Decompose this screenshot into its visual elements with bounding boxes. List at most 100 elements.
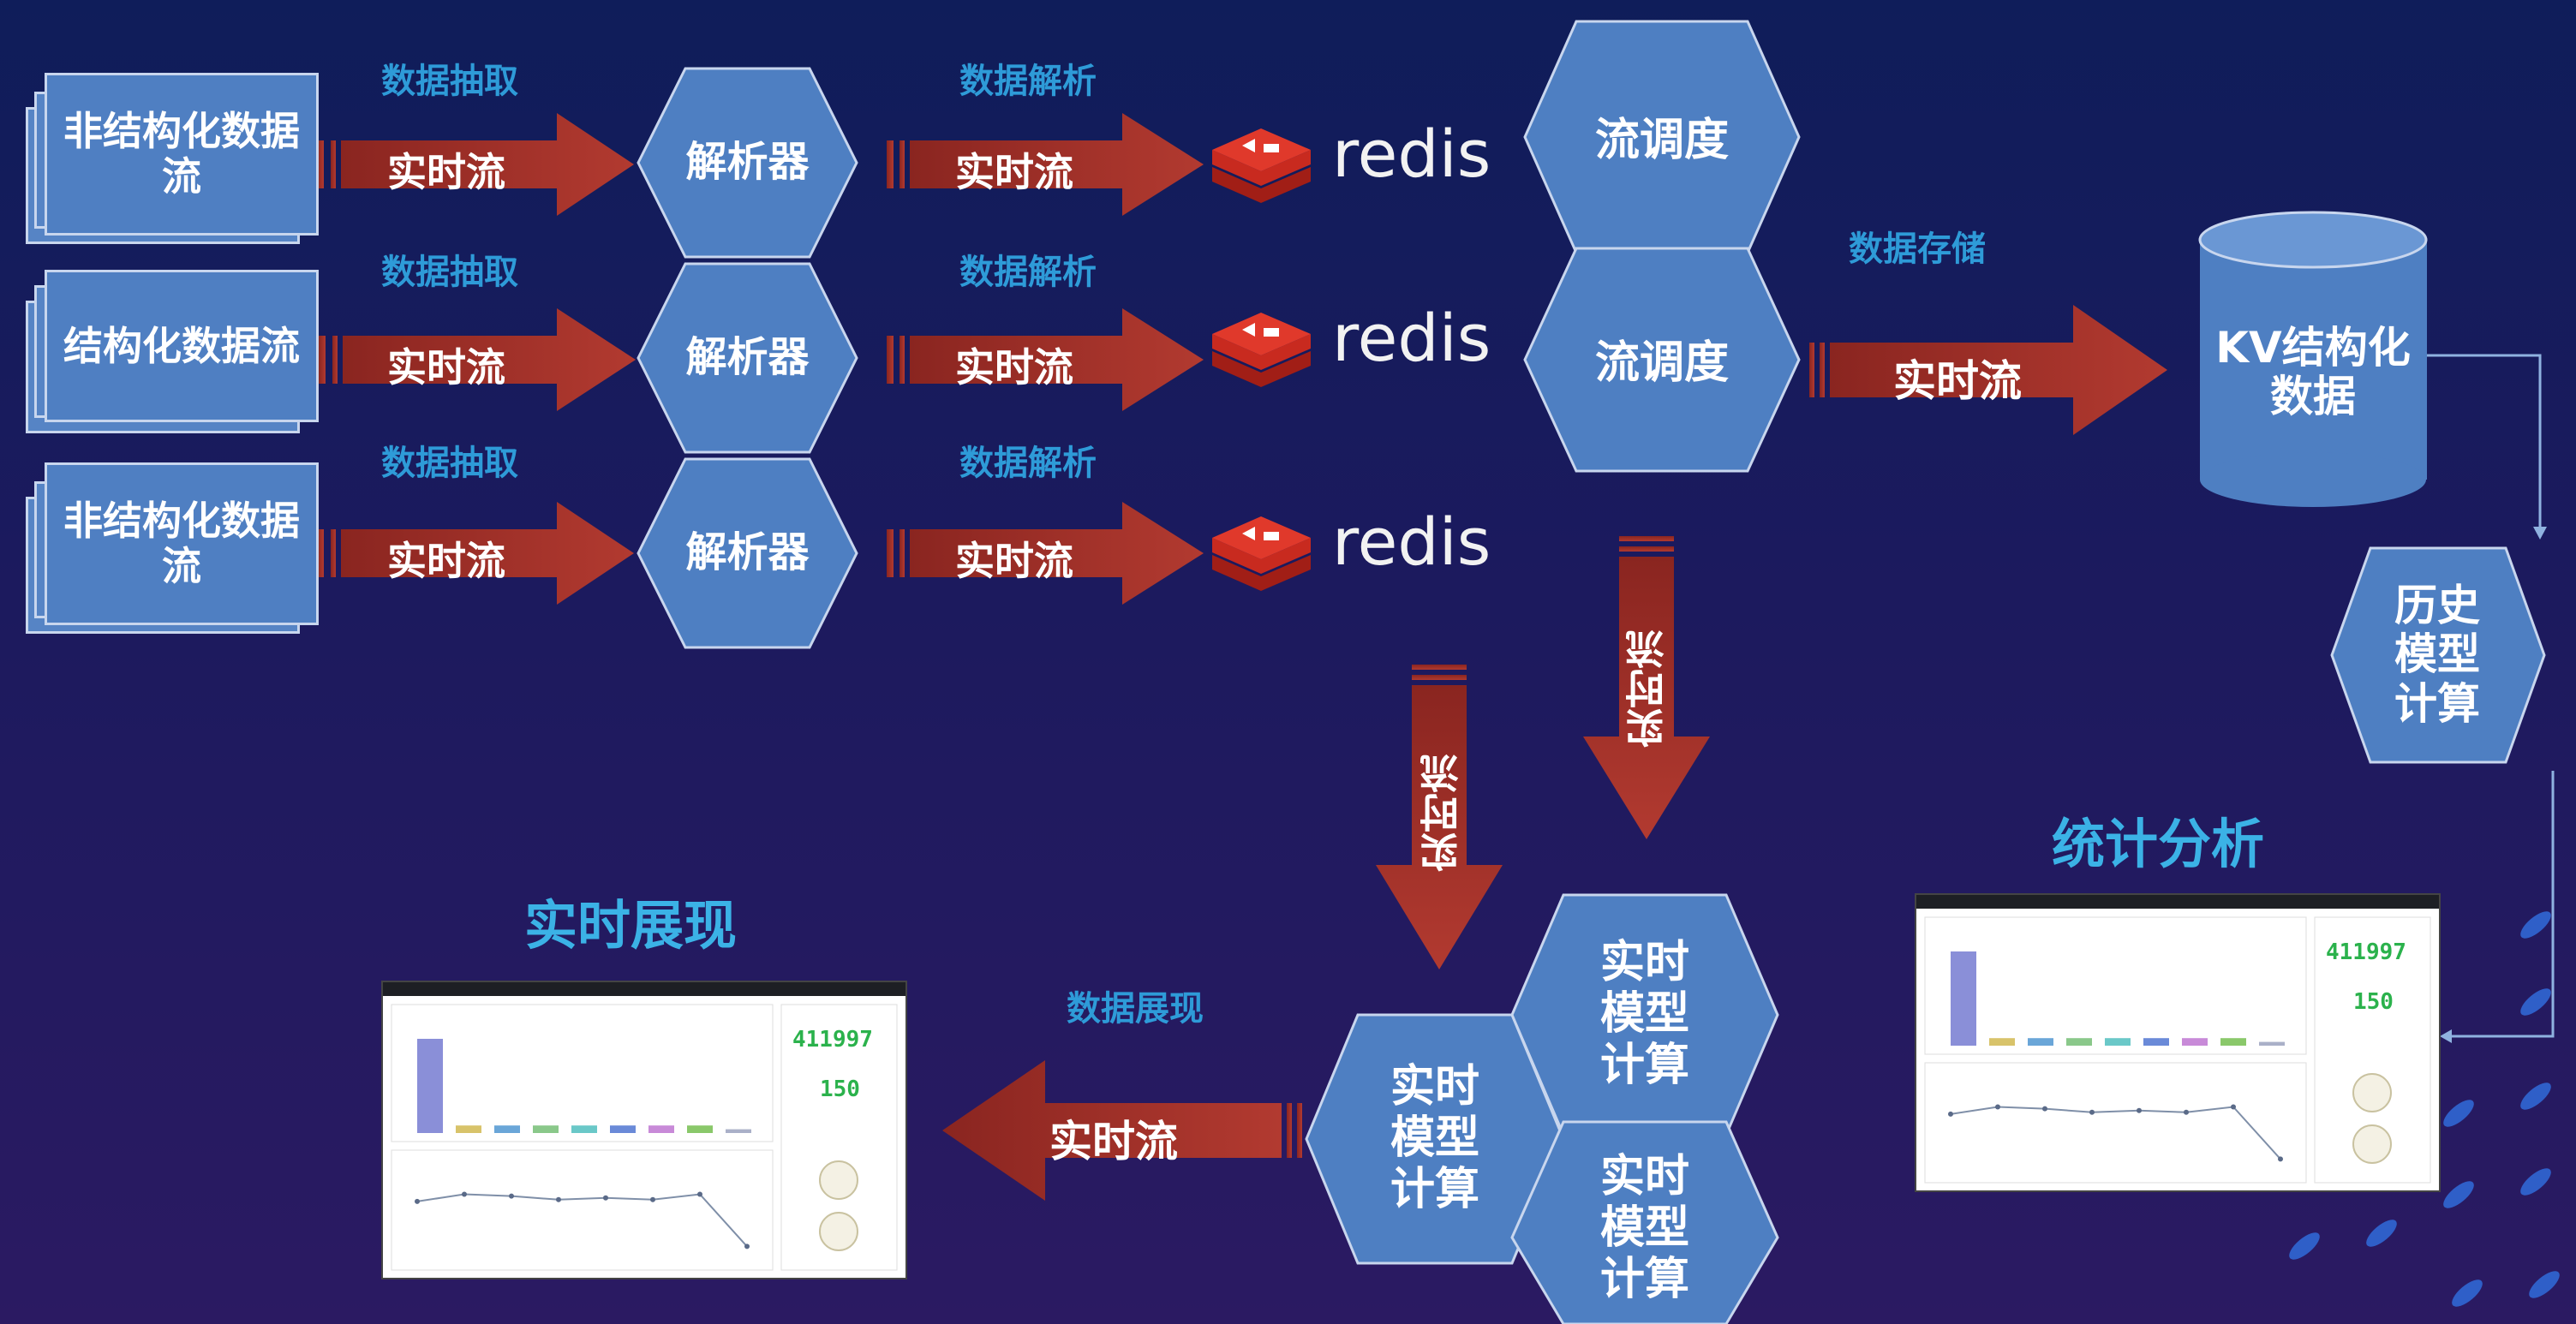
label-extract: 数据抽取: [381, 62, 518, 101]
connector-kv-to-history: [2424, 354, 2547, 540]
label-parse: 数据解析: [959, 444, 1097, 483]
dashboard-thumbnail-stats: 411997 150: [1915, 893, 2441, 1192]
parser-label: 解析器: [685, 333, 810, 382]
gauge-icon: [2352, 1124, 2392, 1164]
parser-label: 解析器: [685, 138, 810, 187]
dashboard-line-point: [650, 1196, 655, 1202]
dashboard-bar: [687, 1125, 713, 1133]
realtime-model-label: 实时模型计算: [1390, 1061, 1479, 1215]
dashboard-bar: [2028, 1038, 2053, 1046]
arrow-extract-1: [317, 113, 634, 216]
parser-hexagon-3: [637, 457, 858, 649]
source-label: 非结构化数据流: [45, 462, 319, 625]
dashboard-bar: [610, 1125, 636, 1133]
gauge-icon: [819, 1212, 858, 1251]
history-hexagon: [2330, 546, 2546, 764]
dashboard-metric-small: 150: [2353, 989, 2394, 1015]
dashboard-thumbnail-realtime: 411997 150: [381, 981, 907, 1279]
database-cylinder-icon: [2198, 211, 2428, 507]
arrow-store: [1809, 305, 2167, 435]
parser-hexagon-1: [637, 67, 858, 259]
dashboard-line-point: [1948, 1111, 1953, 1117]
realtime-model-label: 实时模型计算: [1599, 1151, 1689, 1305]
redis-logo-icon: [1212, 128, 1311, 203]
arrow-parse-3: [887, 502, 1204, 605]
label-extract: 数据抽取: [381, 444, 518, 483]
stream-label: 实时流: [387, 538, 505, 584]
title-realtime: 实时展现: [524, 894, 738, 957]
dashboard-bar: [648, 1125, 674, 1133]
gauge-icon: [2352, 1073, 2392, 1112]
realtime-model-hexagon-bottom: [1510, 1120, 1779, 1324]
parser-label: 解析器: [685, 528, 810, 577]
stream-label: 实时流: [955, 149, 1073, 195]
scheduler-hexagon-2: [1523, 247, 1801, 473]
dashboard-line-point: [2042, 1106, 2047, 1112]
dashboard-line: [416, 1193, 748, 1248]
dashboard-bar: [571, 1125, 597, 1133]
dashboard-bar: [417, 1039, 443, 1133]
dashboard-bar: [2182, 1038, 2208, 1046]
dashboard-line: [1950, 1106, 2281, 1160]
dashboard-line-point: [744, 1243, 750, 1249]
dashboard-bar: [2105, 1038, 2131, 1046]
dashboard-metric-small: 150: [820, 1076, 860, 1102]
stream-label: 实时流: [387, 344, 505, 391]
stream-label: 实时流: [1893, 356, 2022, 406]
redis-label: redis: [1332, 116, 1491, 192]
dashboard-line-point: [2089, 1109, 2095, 1115]
dashboard-line-point: [509, 1193, 514, 1199]
dashboard-bar: [1951, 951, 1976, 1046]
history-label: 历史模型计算: [2394, 580, 2480, 729]
connector-history-to-stats: [2440, 771, 2555, 1043]
parser-hexagon-2: [637, 262, 858, 454]
dashboard-metric-big: 411997: [792, 1027, 873, 1053]
label-extract: 数据抽取: [381, 253, 518, 292]
dashboard-bar: [533, 1125, 559, 1133]
dashboard-line-point: [2231, 1104, 2236, 1110]
dashboard-line-point: [603, 1195, 608, 1201]
redis-logo-icon: [1212, 313, 1311, 387]
realtime-model-label: 实时模型计算: [1599, 937, 1689, 1091]
arrow-down-right: [1583, 536, 1710, 839]
label-parse: 数据解析: [959, 253, 1097, 292]
arrow-extract-2: [319, 308, 636, 411]
arrow-extract-3: [317, 502, 634, 605]
gauge-icon: [819, 1160, 858, 1200]
decorative-dashes: [2289, 911, 2560, 1307]
arrow-show: [942, 1060, 1302, 1201]
dashboard-line-point: [2278, 1156, 2283, 1162]
stream-label: 实时流: [387, 149, 505, 195]
source-unstructured-1: 非结构化数据流: [26, 73, 321, 244]
kv-store-label: KV结构化数据: [2215, 322, 2411, 421]
arrow-parse-1: [887, 113, 1204, 216]
dashboard-line-point: [415, 1198, 420, 1204]
dashboard-line-point: [2184, 1109, 2189, 1115]
stream-label-vertical: 实时流: [1419, 754, 1465, 872]
redis-label: redis: [1332, 300, 1491, 376]
stream-label: 实时流: [955, 538, 1073, 584]
stream-label: 实时流: [1049, 1117, 1178, 1166]
label-parse: 数据解析: [959, 62, 1097, 101]
redis-logo-icon: [1212, 516, 1311, 591]
dashboard-line-point: [697, 1191, 702, 1197]
source-structured: 结构化数据流: [26, 270, 321, 437]
stream-label: 实时流: [955, 344, 1073, 391]
source-label: 结构化数据流: [45, 270, 319, 422]
dashboard-bar: [1989, 1038, 2015, 1046]
label-store: 数据存储: [1849, 230, 1986, 269]
dashboard-bar: [726, 1129, 751, 1133]
source-unstructured-2: 非结构化数据流: [26, 462, 321, 634]
dashboard-chart: [391, 1004, 898, 1271]
title-stats: 统计分析: [2052, 813, 2265, 875]
dashboard-bar: [2066, 1038, 2092, 1046]
scheduler-label: 流调度: [1594, 337, 1729, 390]
scheduler-label: 流调度: [1594, 115, 1729, 167]
dashboard-chart: [1924, 916, 2431, 1184]
dashboard-line-point: [1995, 1104, 2000, 1110]
label-show: 数据展现: [1067, 989, 1204, 1029]
dashboard-bar: [2220, 1038, 2246, 1046]
stream-label-vertical: 实时流: [1624, 629, 1671, 748]
